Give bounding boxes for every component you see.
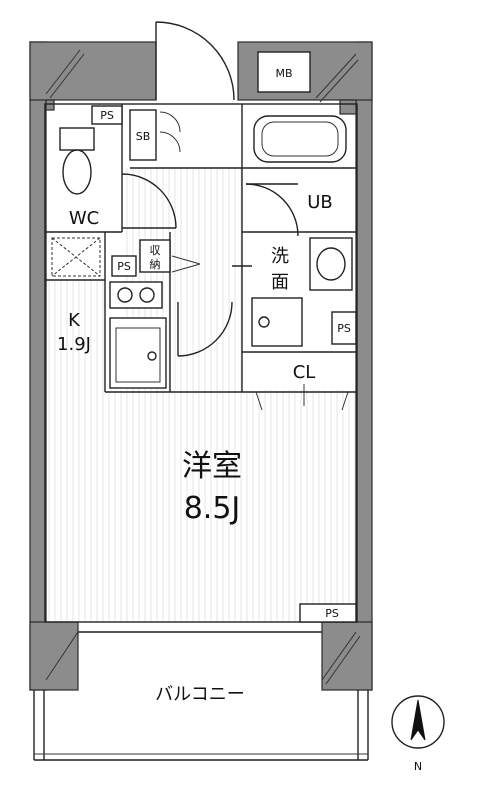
balcony-label: バルコニー [155, 684, 245, 705]
western-room-floor [45, 390, 357, 622]
compass-north-label: N [414, 760, 422, 773]
balcony-railing [33, 690, 369, 761]
western-room-label: 洋室 [182, 449, 242, 484]
ps-label-bottom: PS [325, 607, 339, 620]
toilet [59, 127, 95, 195]
ps-box-kitchen [111, 255, 137, 277]
ps-label-right: PS [337, 322, 351, 335]
bathtub-inner [261, 121, 339, 157]
washing-machine-drain [258, 316, 270, 328]
kitchen-sink-drain [147, 351, 157, 361]
ps-box-bottom [299, 603, 357, 623]
storage-door [171, 255, 201, 273]
ps-box-right [331, 311, 357, 345]
wash-label-1: 洗 [271, 246, 289, 267]
sb-doors [159, 111, 181, 153]
entrance-door[interactable] [155, 21, 235, 101]
ub-label: UB [307, 192, 333, 213]
wash-basin [309, 237, 353, 291]
burner-left-icon [117, 287, 133, 303]
mb-box [257, 51, 311, 93]
compass-icon [391, 695, 445, 749]
kitchen-label: K [68, 310, 81, 331]
western-room-size-label: 8.5J [184, 491, 241, 526]
kitchen-sink [109, 317, 167, 389]
ps-label-top: PS [100, 109, 114, 122]
storage-box [139, 239, 171, 273]
storage-label-2: 納 [150, 258, 161, 271]
storage-label-1: 収 [150, 244, 161, 257]
closet-doors[interactable] [255, 384, 349, 411]
kitchen-floor [45, 280, 105, 392]
kitchen-sink-basin [115, 327, 161, 383]
sb-label: SB [136, 130, 151, 143]
bathtub [253, 115, 347, 163]
ub-door[interactable] [245, 183, 299, 237]
burner-right-icon [139, 287, 155, 303]
interior-walls [44, 103, 358, 623]
mb-label: MB [275, 67, 292, 80]
room-door[interactable] [177, 301, 233, 357]
sb-box [129, 109, 157, 161]
wc-label: WC [69, 208, 99, 229]
ps-label-kitchen: PS [117, 260, 131, 273]
wash-label-2: 面 [271, 272, 289, 293]
wall-hatching [45, 49, 361, 685]
kitchen-size-label: 1.9J [57, 334, 91, 355]
fridge-space [51, 237, 101, 277]
ps-box-top [91, 105, 123, 125]
cl-label: CL [293, 362, 316, 383]
wc-door[interactable] [121, 173, 177, 229]
